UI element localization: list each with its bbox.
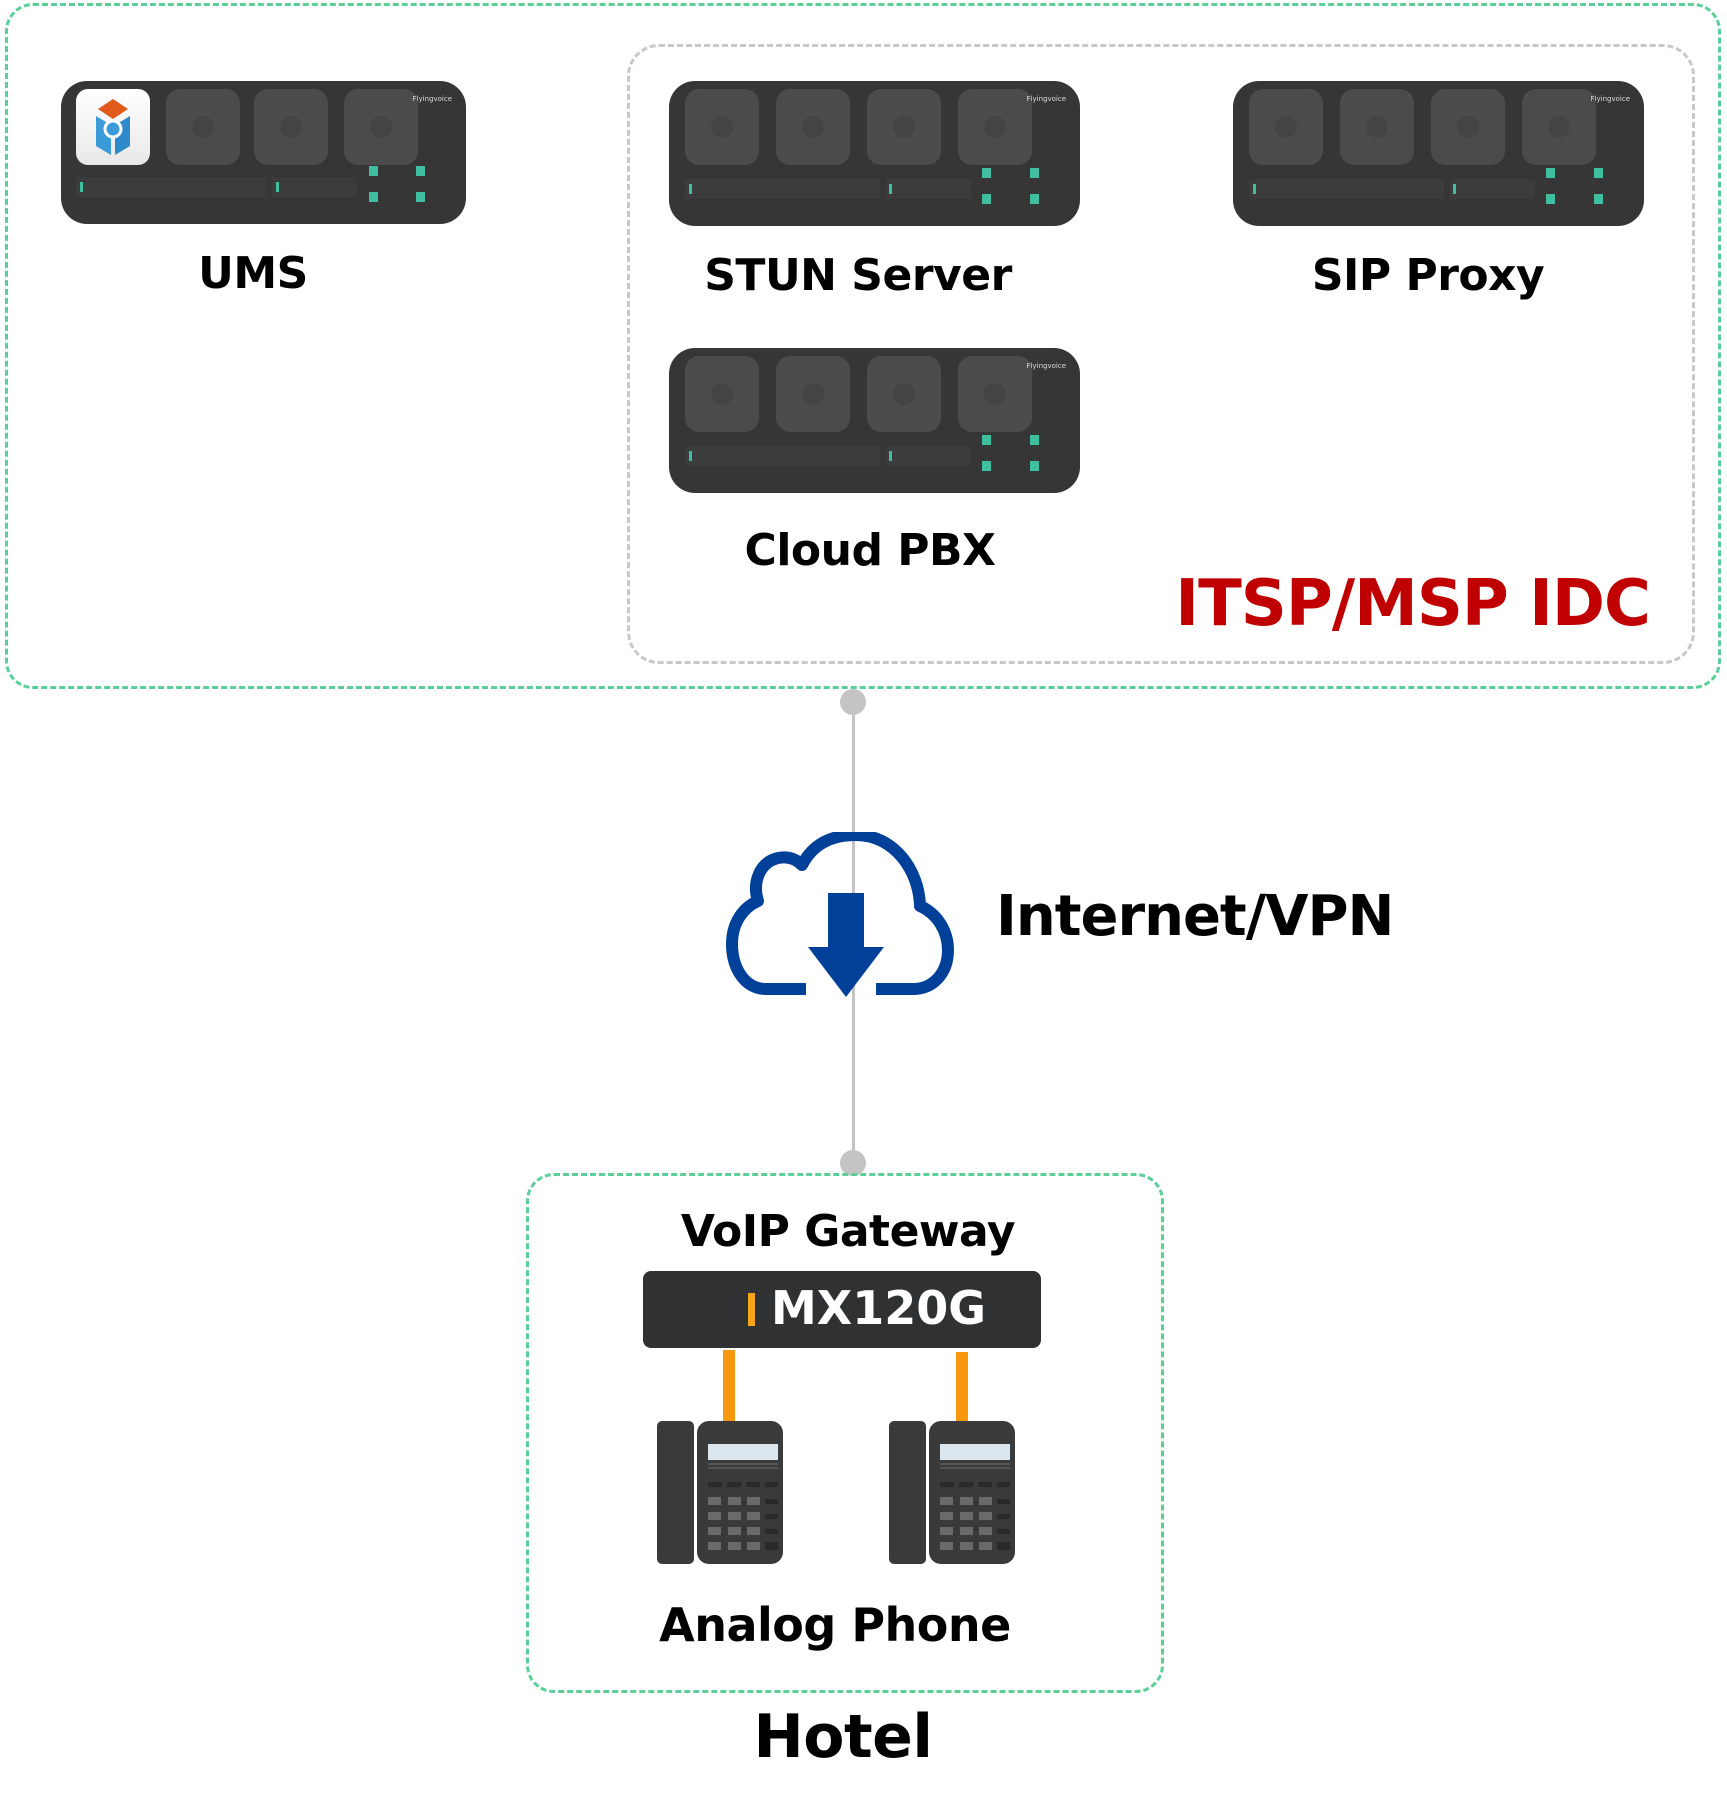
itsp-idc-boundary <box>627 44 1695 664</box>
ums-app-icon <box>76 89 150 165</box>
stun-server-label: STUN Server <box>704 250 1012 301</box>
gateway-label: VoIP Gateway <box>680 1206 1016 1257</box>
connection-dot-bottom <box>840 1150 866 1176</box>
drive-bay <box>1522 89 1596 165</box>
port-slot <box>685 179 880 199</box>
gateway-accent-bar <box>748 1293 755 1326</box>
cloud-download-icon <box>726 832 954 997</box>
port-slot <box>76 177 266 197</box>
drive-bay <box>958 356 1032 432</box>
connection-dot-top <box>840 689 866 715</box>
drive-bay <box>867 356 941 432</box>
drive-bay <box>685 89 759 165</box>
status-led <box>889 451 892 461</box>
analog-phone-icon <box>657 1421 783 1564</box>
port-slot <box>1450 179 1535 199</box>
drive-bay <box>685 356 759 432</box>
drive-bay <box>344 89 418 165</box>
port-led <box>982 168 991 178</box>
brand-mark: Flyingvoice <box>1590 95 1630 103</box>
status-led <box>80 182 83 192</box>
port-slot <box>1249 179 1444 199</box>
gateway-model: MX120G <box>771 1281 987 1335</box>
drive-bay <box>166 89 240 165</box>
port-slot <box>886 446 971 466</box>
port-slot <box>685 446 880 466</box>
ums-server: Flyingvoice <box>61 81 466 224</box>
port-led <box>416 192 425 202</box>
brand-mark: Flyingvoice <box>1026 362 1066 370</box>
cloud-pbx-label: Cloud PBX <box>744 525 996 576</box>
port-led <box>1030 435 1039 445</box>
port-led <box>982 435 991 445</box>
port-led <box>1594 194 1603 204</box>
drive-bay <box>867 89 941 165</box>
analog-phone-icon <box>889 1421 1015 1564</box>
port-led <box>1030 168 1039 178</box>
sip-proxy-label: SIP Proxy <box>1311 250 1545 301</box>
status-led <box>889 184 892 194</box>
hotel-boundary <box>526 1173 1164 1693</box>
port-led <box>982 194 991 204</box>
drive-bay <box>776 89 850 165</box>
analog-phone-label: Analog Phone <box>659 1598 1011 1652</box>
port-led <box>1030 194 1039 204</box>
port-led <box>1594 168 1603 178</box>
port-led <box>1546 194 1555 204</box>
port-led <box>369 192 378 202</box>
drive-bay <box>958 89 1032 165</box>
status-led <box>689 451 692 461</box>
phone-link-left <box>723 1350 735 1424</box>
port-slot <box>272 177 357 197</box>
status-led <box>276 182 279 192</box>
drive-bay <box>1431 89 1505 165</box>
port-led <box>416 166 425 176</box>
status-led <box>1453 184 1456 194</box>
datacenter-title: ITSP/MSP IDC <box>1175 567 1651 641</box>
network-label: Internet/VPN <box>996 884 1394 949</box>
brand-mark: Flyingvoice <box>412 95 452 103</box>
drive-bay <box>1340 89 1414 165</box>
port-led <box>369 166 378 176</box>
phone-link-right <box>956 1352 968 1424</box>
datacenter-outer-boundary <box>5 3 1721 689</box>
site-title: Hotel <box>753 1702 933 1772</box>
status-led <box>1253 184 1256 194</box>
drive-bay <box>1249 89 1323 165</box>
voip-gateway-device: MX120G <box>643 1271 1041 1348</box>
port-led <box>1546 168 1555 178</box>
drive-bay <box>254 89 328 165</box>
ums-label: UMS <box>198 248 308 299</box>
port-slot <box>886 179 971 199</box>
port-led <box>982 461 991 471</box>
port-led <box>1030 461 1039 471</box>
brand-mark: Flyingvoice <box>1026 95 1066 103</box>
stun-server: Flyingvoice <box>669 81 1080 226</box>
drive-bay <box>776 356 850 432</box>
sip-proxy-server: Flyingvoice <box>1233 81 1644 226</box>
cloud-pbx-server: Flyingvoice <box>669 348 1080 493</box>
status-led <box>689 184 692 194</box>
